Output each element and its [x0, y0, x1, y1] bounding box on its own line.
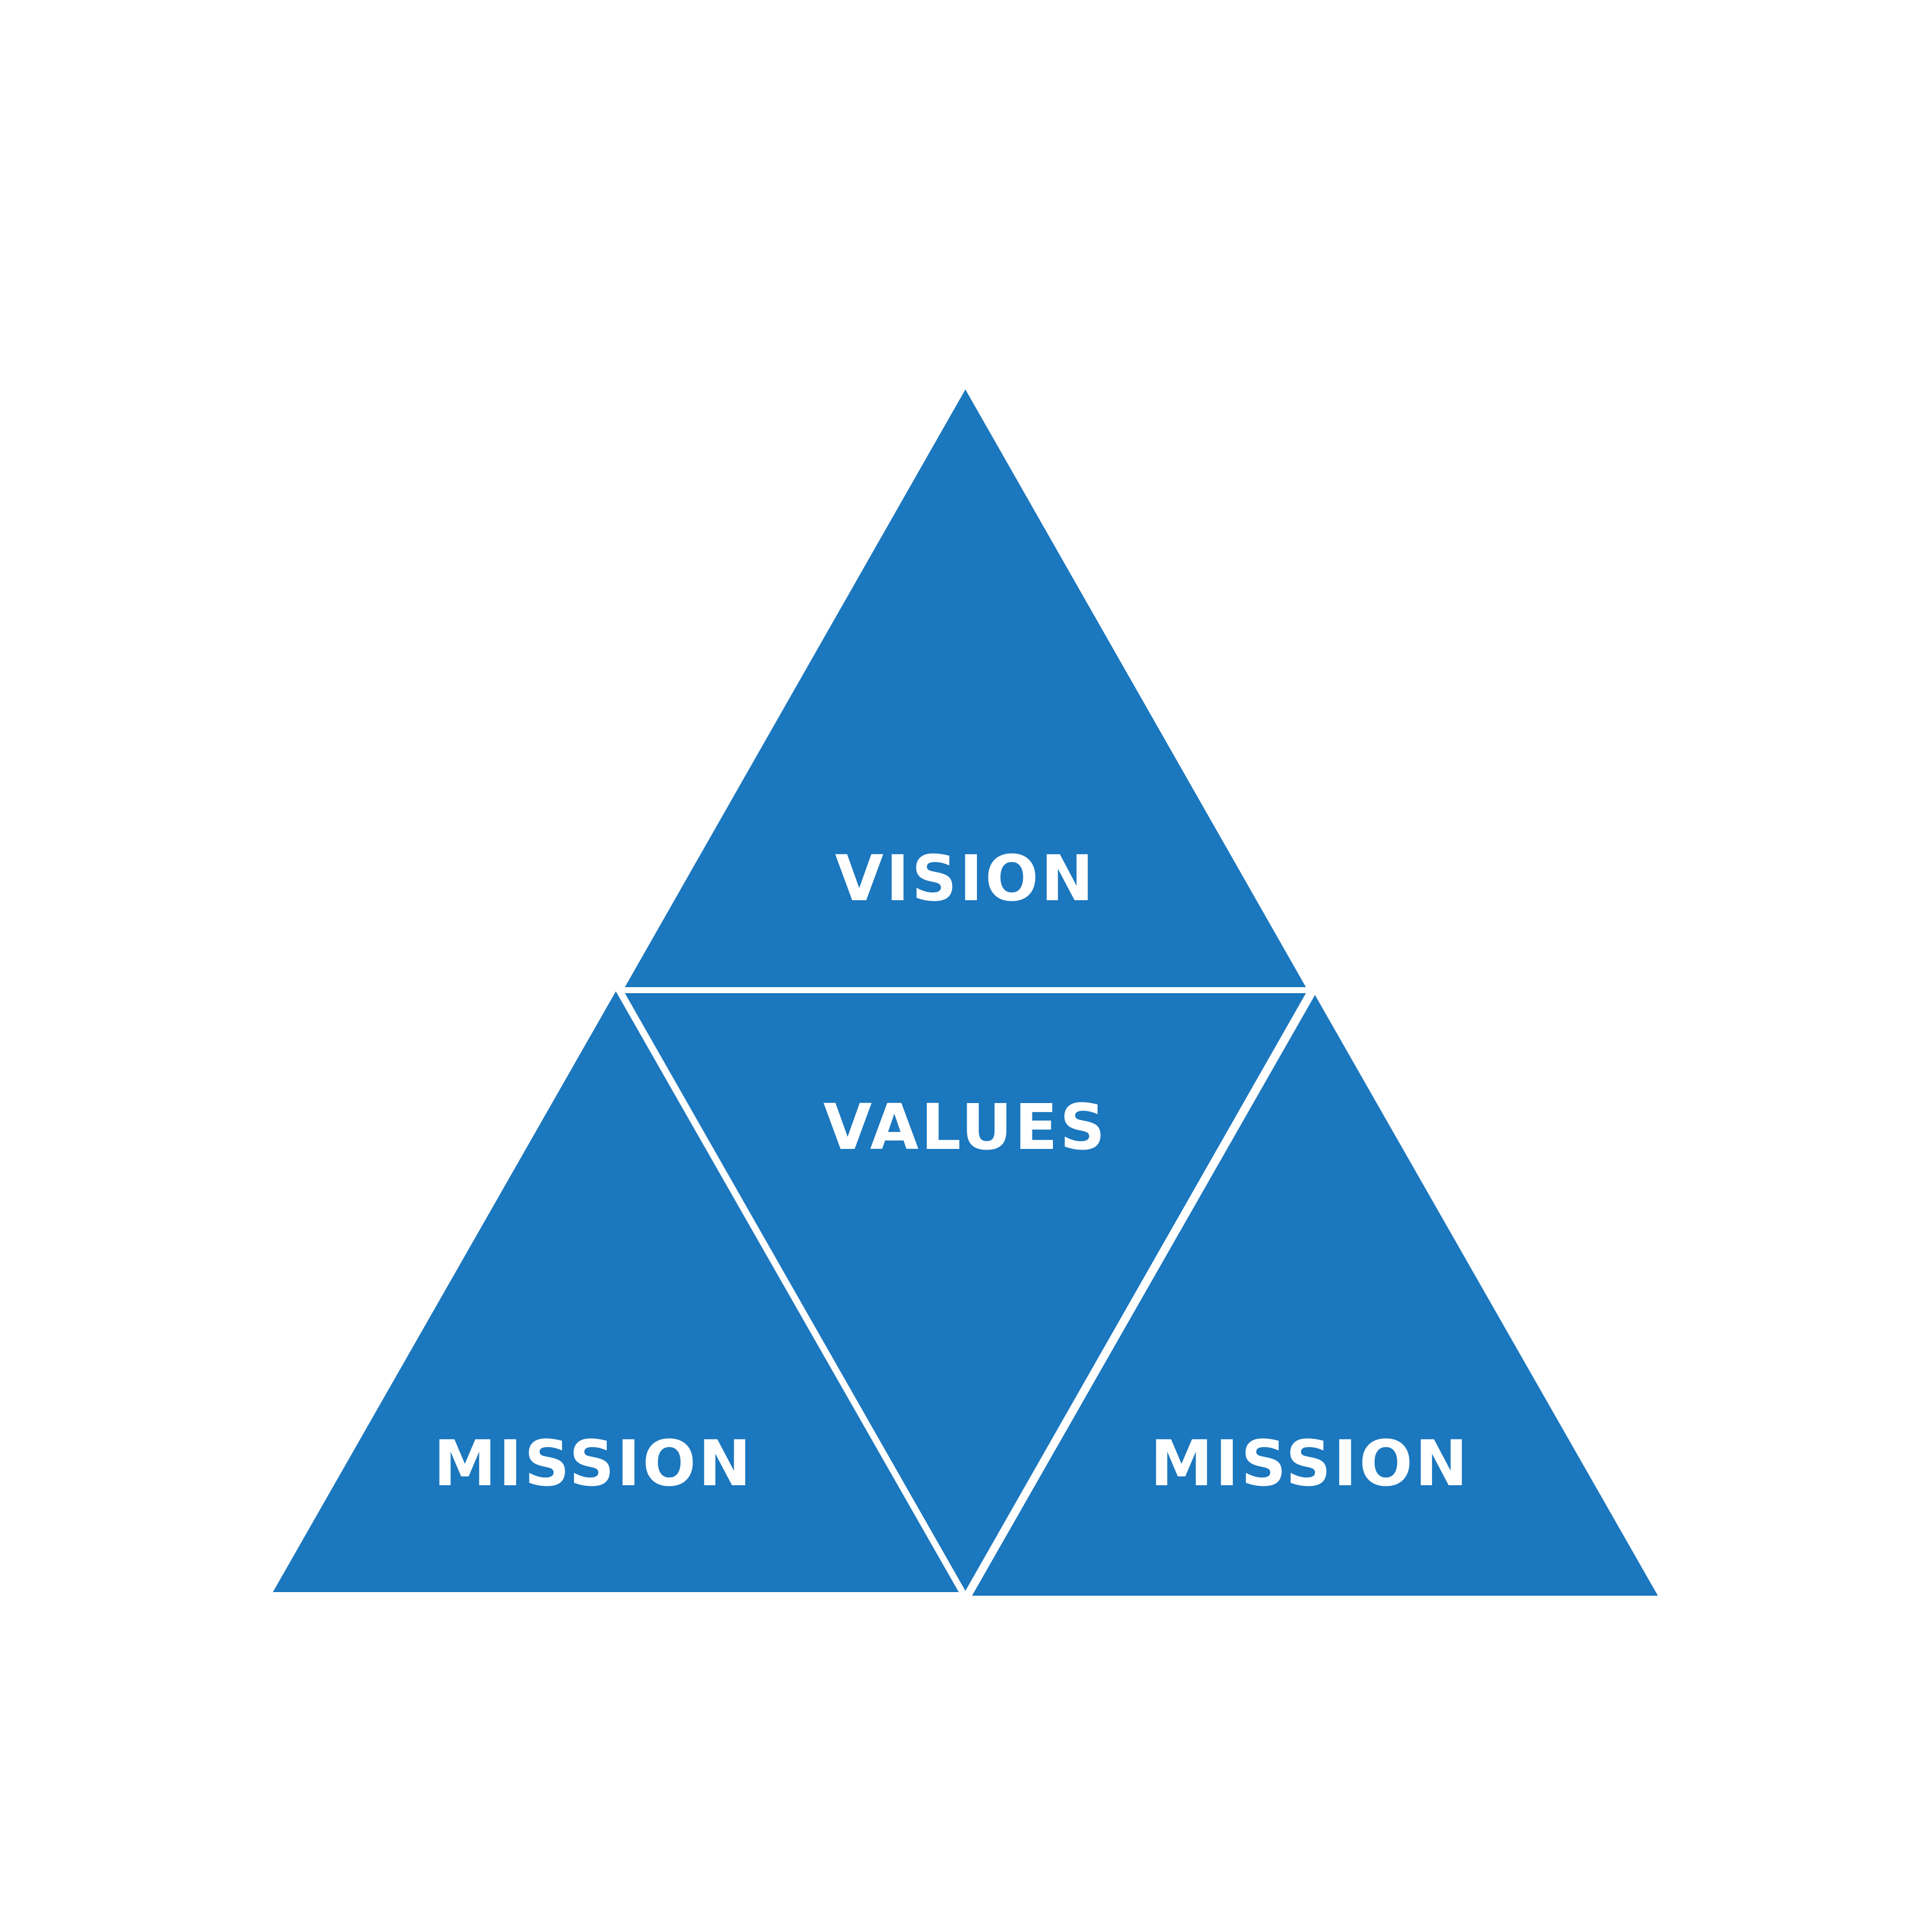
label-values: VALUES	[824, 1090, 1108, 1164]
bottom-left-triangle	[273, 991, 959, 1592]
center-triangle	[625, 993, 1306, 1591]
label-mission-right: MISSION	[1150, 1427, 1470, 1500]
label-vision: VISION	[835, 842, 1096, 915]
segment-center: VALUES	[625, 993, 1306, 1591]
bottom-right-triangle	[972, 995, 1658, 1596]
segment-bottom-left: MISSION	[273, 991, 959, 1592]
label-mission-left: MISSION	[433, 1427, 753, 1500]
top-triangle	[625, 389, 1306, 987]
segment-bottom-right: MISSION	[972, 995, 1658, 1596]
segment-top: VISION	[625, 389, 1306, 987]
